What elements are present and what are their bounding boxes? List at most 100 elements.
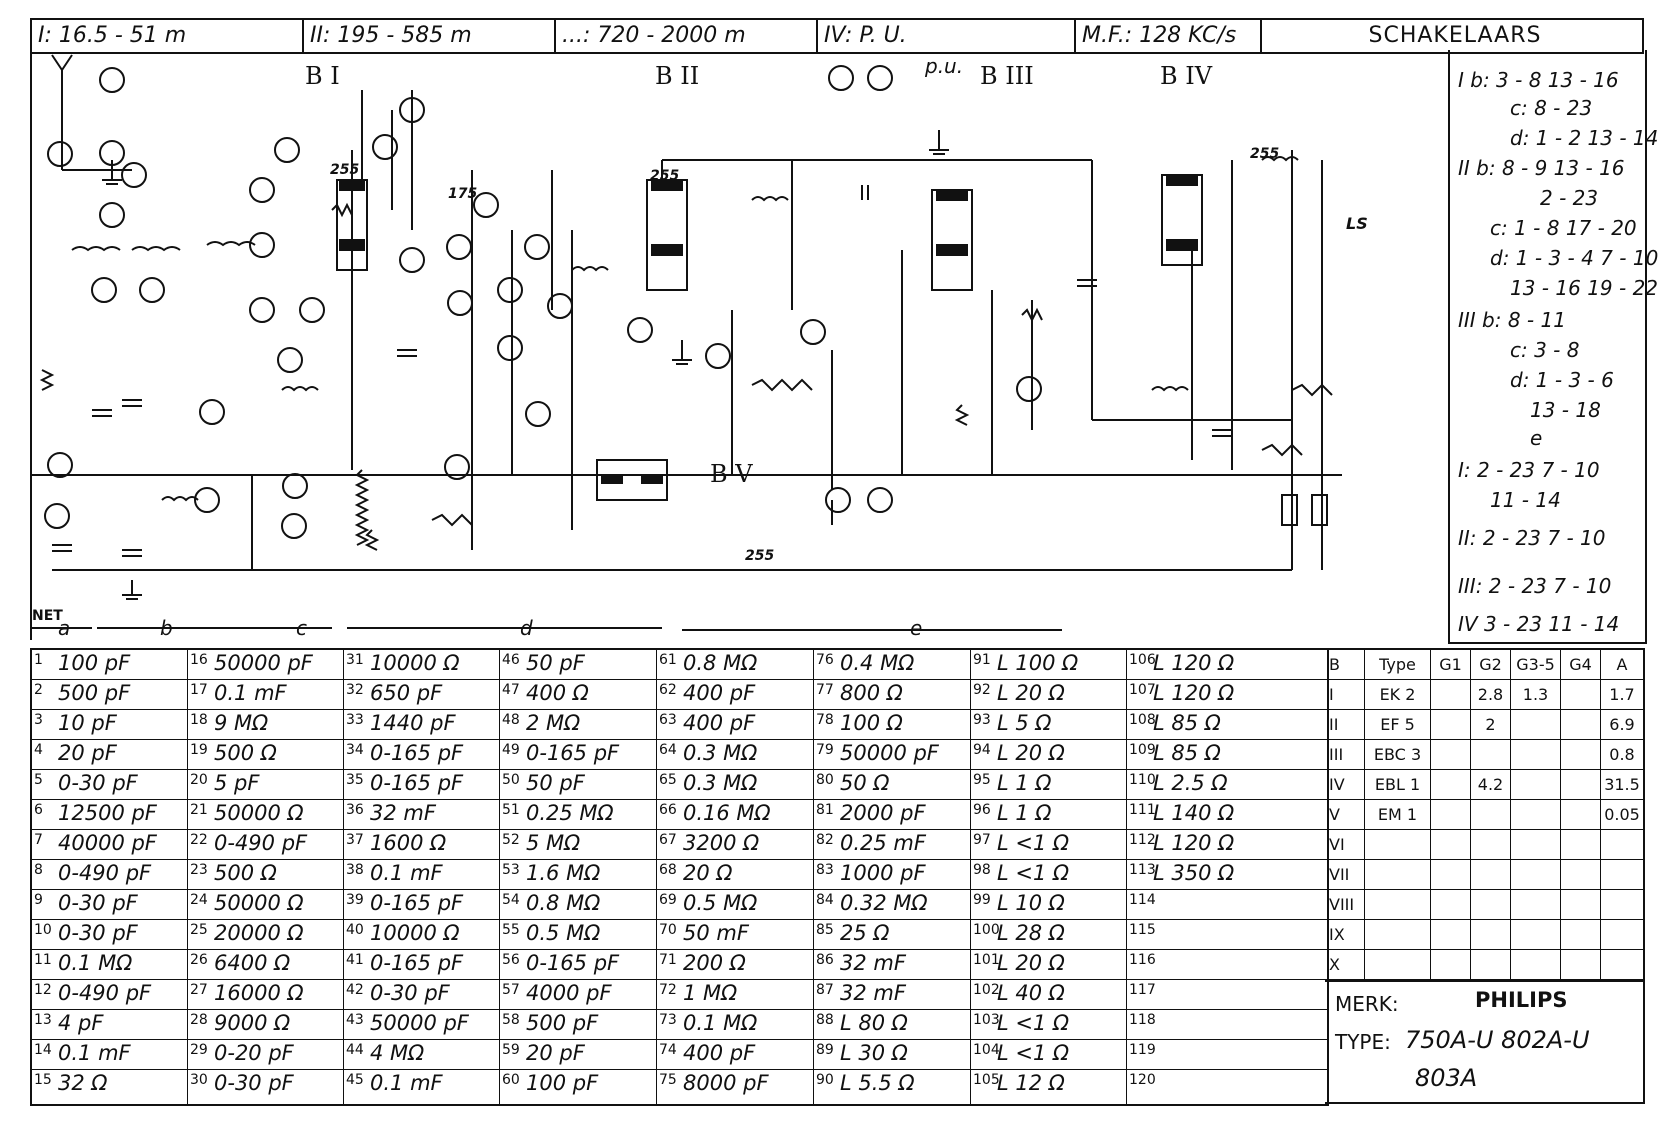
part-value: L 5 Ω <box>997 711 1052 735</box>
tube-cell: 2.8 <box>1471 680 1511 710</box>
tube-cell: EBC 3 <box>1365 740 1431 770</box>
tube-cell: 1.3 <box>1511 680 1561 710</box>
part-value: 8000 pF <box>683 1071 769 1095</box>
part-value: L 100 Ω <box>997 651 1079 675</box>
part-value: 500 pF <box>58 681 131 705</box>
tube-cell <box>1431 830 1471 860</box>
tube-cell <box>1511 770 1561 800</box>
part-value: L 20 Ω <box>997 681 1065 705</box>
range-c-label: c <box>296 616 307 640</box>
part-number: 84 <box>816 892 834 908</box>
part-value: 32 Ω <box>58 1071 108 1095</box>
part-value: 0-490 pF <box>58 981 152 1005</box>
tube-cell: EBL 1 <box>1365 770 1431 800</box>
part-number: 25 <box>190 922 208 938</box>
mf-cell: M.F.: 128 KC/s <box>1076 20 1262 52</box>
part-number: 31 <box>346 652 364 668</box>
part-value: 4 MΩ <box>370 1041 425 1065</box>
part-number: 28 <box>190 1012 208 1028</box>
tube-cell <box>1431 920 1471 950</box>
tube-cell <box>1471 860 1511 890</box>
switch-line: IV 3 - 23 11 - 14 <box>1458 612 1620 636</box>
tube-cell: IV <box>1325 770 1365 800</box>
band-2-cell: II: 195 - 585 m <box>304 20 556 52</box>
part-value: 4 pF <box>58 1011 104 1035</box>
part-number: 114 <box>1129 892 1156 908</box>
part-value: 50 mF <box>683 921 749 945</box>
part-value: 50000 pF <box>214 651 313 675</box>
parts-row: 118 <box>1127 1010 1327 1040</box>
part-number: 49 <box>502 742 520 758</box>
part-value: 0.3 MΩ <box>683 771 758 795</box>
part-value: 50000 pF <box>840 741 939 765</box>
lamp-label-175: 175 <box>448 186 478 202</box>
part-number: 112 <box>1129 832 1156 848</box>
part-number: 11 <box>34 952 52 968</box>
part-number: 55 <box>502 922 520 938</box>
part-value: L <1 Ω <box>997 1011 1070 1035</box>
part-value: 1440 pF <box>370 711 456 735</box>
part-number: 18 <box>190 712 208 728</box>
part-number: 24 <box>190 892 208 908</box>
part-value: 0.4 MΩ <box>840 651 915 675</box>
part-value: 50000 Ω <box>214 801 304 825</box>
part-number: 120 <box>1129 1072 1156 1088</box>
band-3-cell: ...: 720 - 2000 m <box>556 20 818 52</box>
part-number: 32 <box>346 682 364 698</box>
part-value: L 140 Ω <box>1153 801 1235 825</box>
tube-cell <box>1365 890 1431 920</box>
part-value: L 12 Ω <box>997 1071 1065 1095</box>
tube-cell <box>1561 740 1601 770</box>
part-number: 98 <box>973 862 991 878</box>
part-number: 88 <box>816 1012 834 1028</box>
part-value: 100 Ω <box>840 711 903 735</box>
part-number: 17 <box>190 682 208 698</box>
part-value: L 80 Ω <box>840 1011 908 1035</box>
part-value: 0-165 pF <box>370 771 464 795</box>
part-value: 0.3 MΩ <box>683 741 758 765</box>
part-number: 29 <box>190 1042 208 1058</box>
part-value: 400 pF <box>683 1041 756 1065</box>
range-a-label: a <box>58 616 71 640</box>
lamp-label-255-b2: 255 <box>650 168 680 184</box>
part-value: 800 Ω <box>840 681 903 705</box>
tube-header-cell: G2 <box>1471 650 1511 680</box>
part-number: 33 <box>346 712 364 728</box>
part-number: 40 <box>346 922 364 938</box>
part-value: 400 pF <box>683 681 756 705</box>
part-value: 16000 Ω <box>214 981 304 1005</box>
tube-cell <box>1511 830 1561 860</box>
tube-cell <box>1601 950 1643 980</box>
tube-header-cell: G4 <box>1561 650 1601 680</box>
part-number: 4 <box>34 742 43 758</box>
part-number: 59 <box>502 1042 520 1058</box>
part-number: 58 <box>502 1012 520 1028</box>
tube-cell <box>1561 830 1601 860</box>
tube-cell <box>1511 920 1561 950</box>
parts-row: 33 1440 pF <box>344 710 499 740</box>
part-value: L 120 Ω <box>1153 651 1235 675</box>
